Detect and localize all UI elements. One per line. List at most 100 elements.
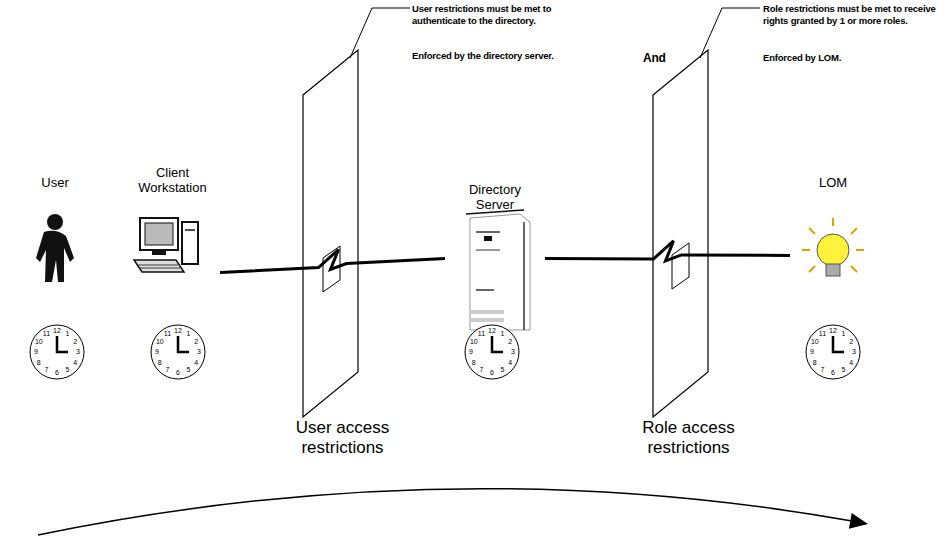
- clock-face: [151, 325, 205, 379]
- ray: [851, 228, 857, 234]
- clock-number: 4: [504, 359, 516, 367]
- server-light: [484, 236, 492, 241]
- clock-number: 4: [190, 359, 202, 367]
- clock-faces: [30, 325, 860, 379]
- tower-slot: [185, 229, 195, 231]
- clock-number: 7: [41, 366, 53, 374]
- clock-number: 7: [476, 366, 488, 374]
- keyboard-row: [140, 268, 180, 269]
- clock-number: 9: [151, 348, 163, 356]
- clock-number: 1: [62, 330, 74, 338]
- clock-face: [30, 325, 84, 379]
- panel-opening: [323, 246, 340, 292]
- callout-note: Enforced by LOM.: [763, 52, 913, 64]
- clock-number: 9: [30, 348, 42, 356]
- ray: [856, 249, 864, 251]
- clock-number: 2: [69, 338, 81, 346]
- clock-number: 10: [154, 338, 166, 346]
- clock-number: 8: [468, 359, 480, 367]
- flow-arrow: [38, 489, 852, 535]
- callout-note: User restrictions must be met to authent…: [412, 3, 562, 27]
- clock-face: [465, 325, 519, 379]
- clock-number: 7: [817, 366, 829, 374]
- clock-hand: [57, 336, 68, 352]
- clock-number: 1: [183, 330, 195, 338]
- clock-number: 2: [845, 338, 857, 346]
- person-body: [36, 231, 74, 282]
- clock-number: 12: [51, 327, 63, 335]
- server-shelf: [476, 250, 500, 251]
- server-edge: [523, 222, 525, 330]
- clock-hands: [57, 336, 844, 352]
- node-label: LOM: [790, 175, 876, 190]
- person-head: [47, 214, 63, 230]
- clock-number: 3: [848, 348, 860, 356]
- ray: [809, 266, 815, 272]
- clock-number: 4: [845, 359, 857, 367]
- clock-number: 2: [190, 338, 202, 346]
- clock-number: 5: [838, 366, 850, 374]
- icon-node: User: [15, 175, 95, 285]
- clock-number: 11: [476, 330, 488, 338]
- keyboard: [134, 260, 184, 272]
- clock-number: 3: [507, 348, 519, 356]
- bulb-glass: [817, 234, 849, 266]
- screen: [145, 223, 173, 245]
- node-label: User: [15, 175, 95, 190]
- panel-caption: User access restrictions: [280, 418, 405, 458]
- clock-number: 12: [172, 327, 184, 335]
- lightning-link: [220, 250, 445, 273]
- clock-number: 6: [51, 369, 63, 377]
- bulb-base: [826, 264, 840, 276]
- clock-number: 9: [806, 348, 818, 356]
- clock-number: 9: [465, 348, 477, 356]
- ray: [851, 266, 857, 272]
- ray: [832, 218, 834, 226]
- icon-node: LOM: [790, 175, 876, 295]
- bulb-rays: [802, 218, 864, 272]
- clock-hand: [833, 336, 844, 352]
- server-shelf: [476, 289, 494, 291]
- tower: [182, 222, 198, 264]
- server-cabinet: [470, 214, 530, 330]
- restriction-panel: [653, 50, 708, 417]
- callout-note: Role restrictions must be met to receive…: [763, 3, 948, 27]
- clock-number: 6: [172, 369, 184, 377]
- clock-number: 3: [72, 348, 84, 356]
- callout-note: Enforced by the directory server.: [412, 50, 562, 62]
- person-icon: [36, 214, 74, 282]
- panel-caption: Role access restrictions: [626, 418, 751, 458]
- ray: [809, 228, 815, 234]
- clock-number: 8: [154, 359, 166, 367]
- clock-number: 3: [193, 348, 205, 356]
- server-drive: [470, 310, 504, 314]
- leader-line: [700, 8, 760, 58]
- clock-number: 1: [838, 330, 850, 338]
- clock-hand: [178, 336, 189, 352]
- clock-hand: [492, 336, 503, 352]
- panel-opening: [672, 243, 689, 289]
- lightbulb-icon: [802, 218, 864, 276]
- clock-number: 8: [33, 359, 45, 367]
- clock-number: 6: [486, 369, 498, 377]
- clock-number: 6: [827, 369, 839, 377]
- monitor-stand: [152, 250, 166, 255]
- clock-number: 11: [41, 330, 53, 338]
- clock-number: 11: [817, 330, 829, 338]
- ray: [802, 249, 810, 251]
- callout-note: And: [643, 52, 683, 64]
- clock-number: 7: [162, 366, 174, 374]
- clock-face: [806, 325, 860, 379]
- icon-node: Client Workstation: [125, 165, 220, 290]
- clock-number: 1: [497, 330, 509, 338]
- icon-node: Directory Server: [445, 182, 545, 335]
- server-drive: [470, 318, 504, 322]
- clock-number: 5: [183, 366, 195, 374]
- clock-number: 11: [162, 330, 174, 338]
- server-icon: [466, 210, 530, 330]
- clock-number: 5: [497, 366, 509, 374]
- clock-number: 10: [468, 338, 480, 346]
- node-label: Client Workstation: [133, 165, 212, 195]
